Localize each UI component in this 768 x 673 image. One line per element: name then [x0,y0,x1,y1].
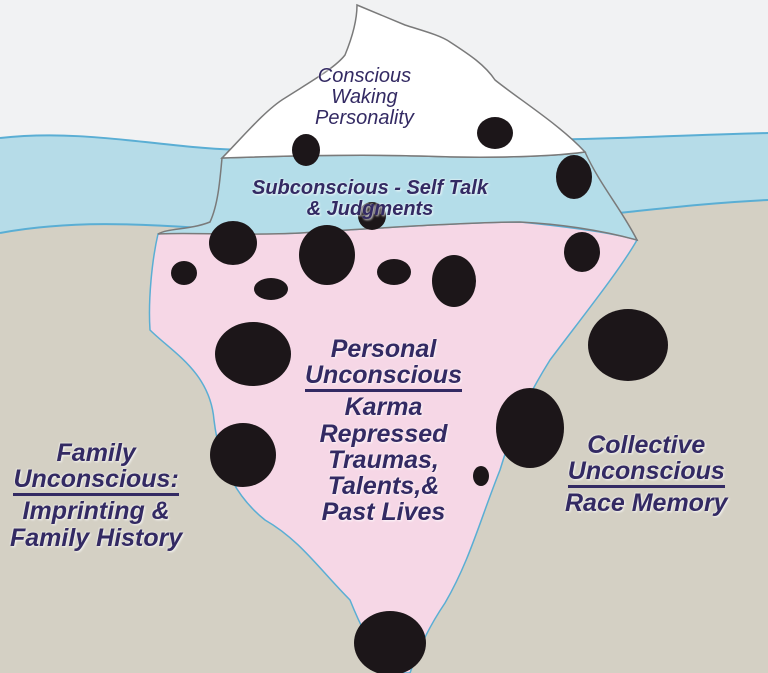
personal-line-1: Karma [344,393,423,422]
rock-10 [377,259,411,285]
rock-6 [299,225,355,285]
rock-5 [209,221,257,265]
personal-line-2: Repressed [319,419,448,448]
family-line-1: Imprinting & [22,497,170,526]
rock-3 [556,155,592,199]
rock-7 [564,232,600,272]
subconscious-line-1: Subconscious - Self Talk [252,177,488,199]
collective-line-1: Race Memory [565,489,728,518]
conscious-line-2: Waking [331,86,398,108]
rock-12 [215,322,291,386]
personal-line-3: Traumas, [328,445,439,474]
rock-2 [292,134,320,166]
rock-1 [477,117,513,149]
subconscious-line-2: & Judgments [306,198,434,220]
family-heading-2: Unconscious: [13,467,179,497]
rock-13 [588,309,668,381]
conscious-label: Conscious Waking Personality [315,66,414,129]
personal-line-4: Talents,& [327,472,440,500]
rock-9 [254,278,288,300]
collective-unconscious-label: Collective Unconscious Race Memory [565,432,728,517]
collective-heading-1: Collective [587,431,706,459]
personal-heading-1: Personal [330,335,437,363]
collective-heading-2: Unconscious [567,459,725,489]
rock-15 [210,423,276,487]
rock-4 [358,202,386,230]
rock-8 [171,261,197,285]
rocks-group [171,117,668,673]
family-line-2: Family History [10,523,183,552]
personal-heading-2: Unconscious [305,363,462,393]
family-heading-1: Family [56,439,136,467]
rock-11 [432,255,476,307]
conscious-line-3: Personality [315,107,414,129]
rock-14 [496,388,564,468]
personal-unconscious-label: Personal Unconscious Karma Repressed Tra… [305,336,462,526]
personal-line-5: Past Lives [321,498,446,527]
rock-17 [354,611,426,673]
family-unconscious-label: Family Unconscious: Imprinting & Family … [10,440,182,551]
conscious-line-1: Conscious [317,65,412,87]
rock-16 [473,466,489,486]
subconscious-label: Subconscious - Self Talk & Judgments [252,178,488,220]
